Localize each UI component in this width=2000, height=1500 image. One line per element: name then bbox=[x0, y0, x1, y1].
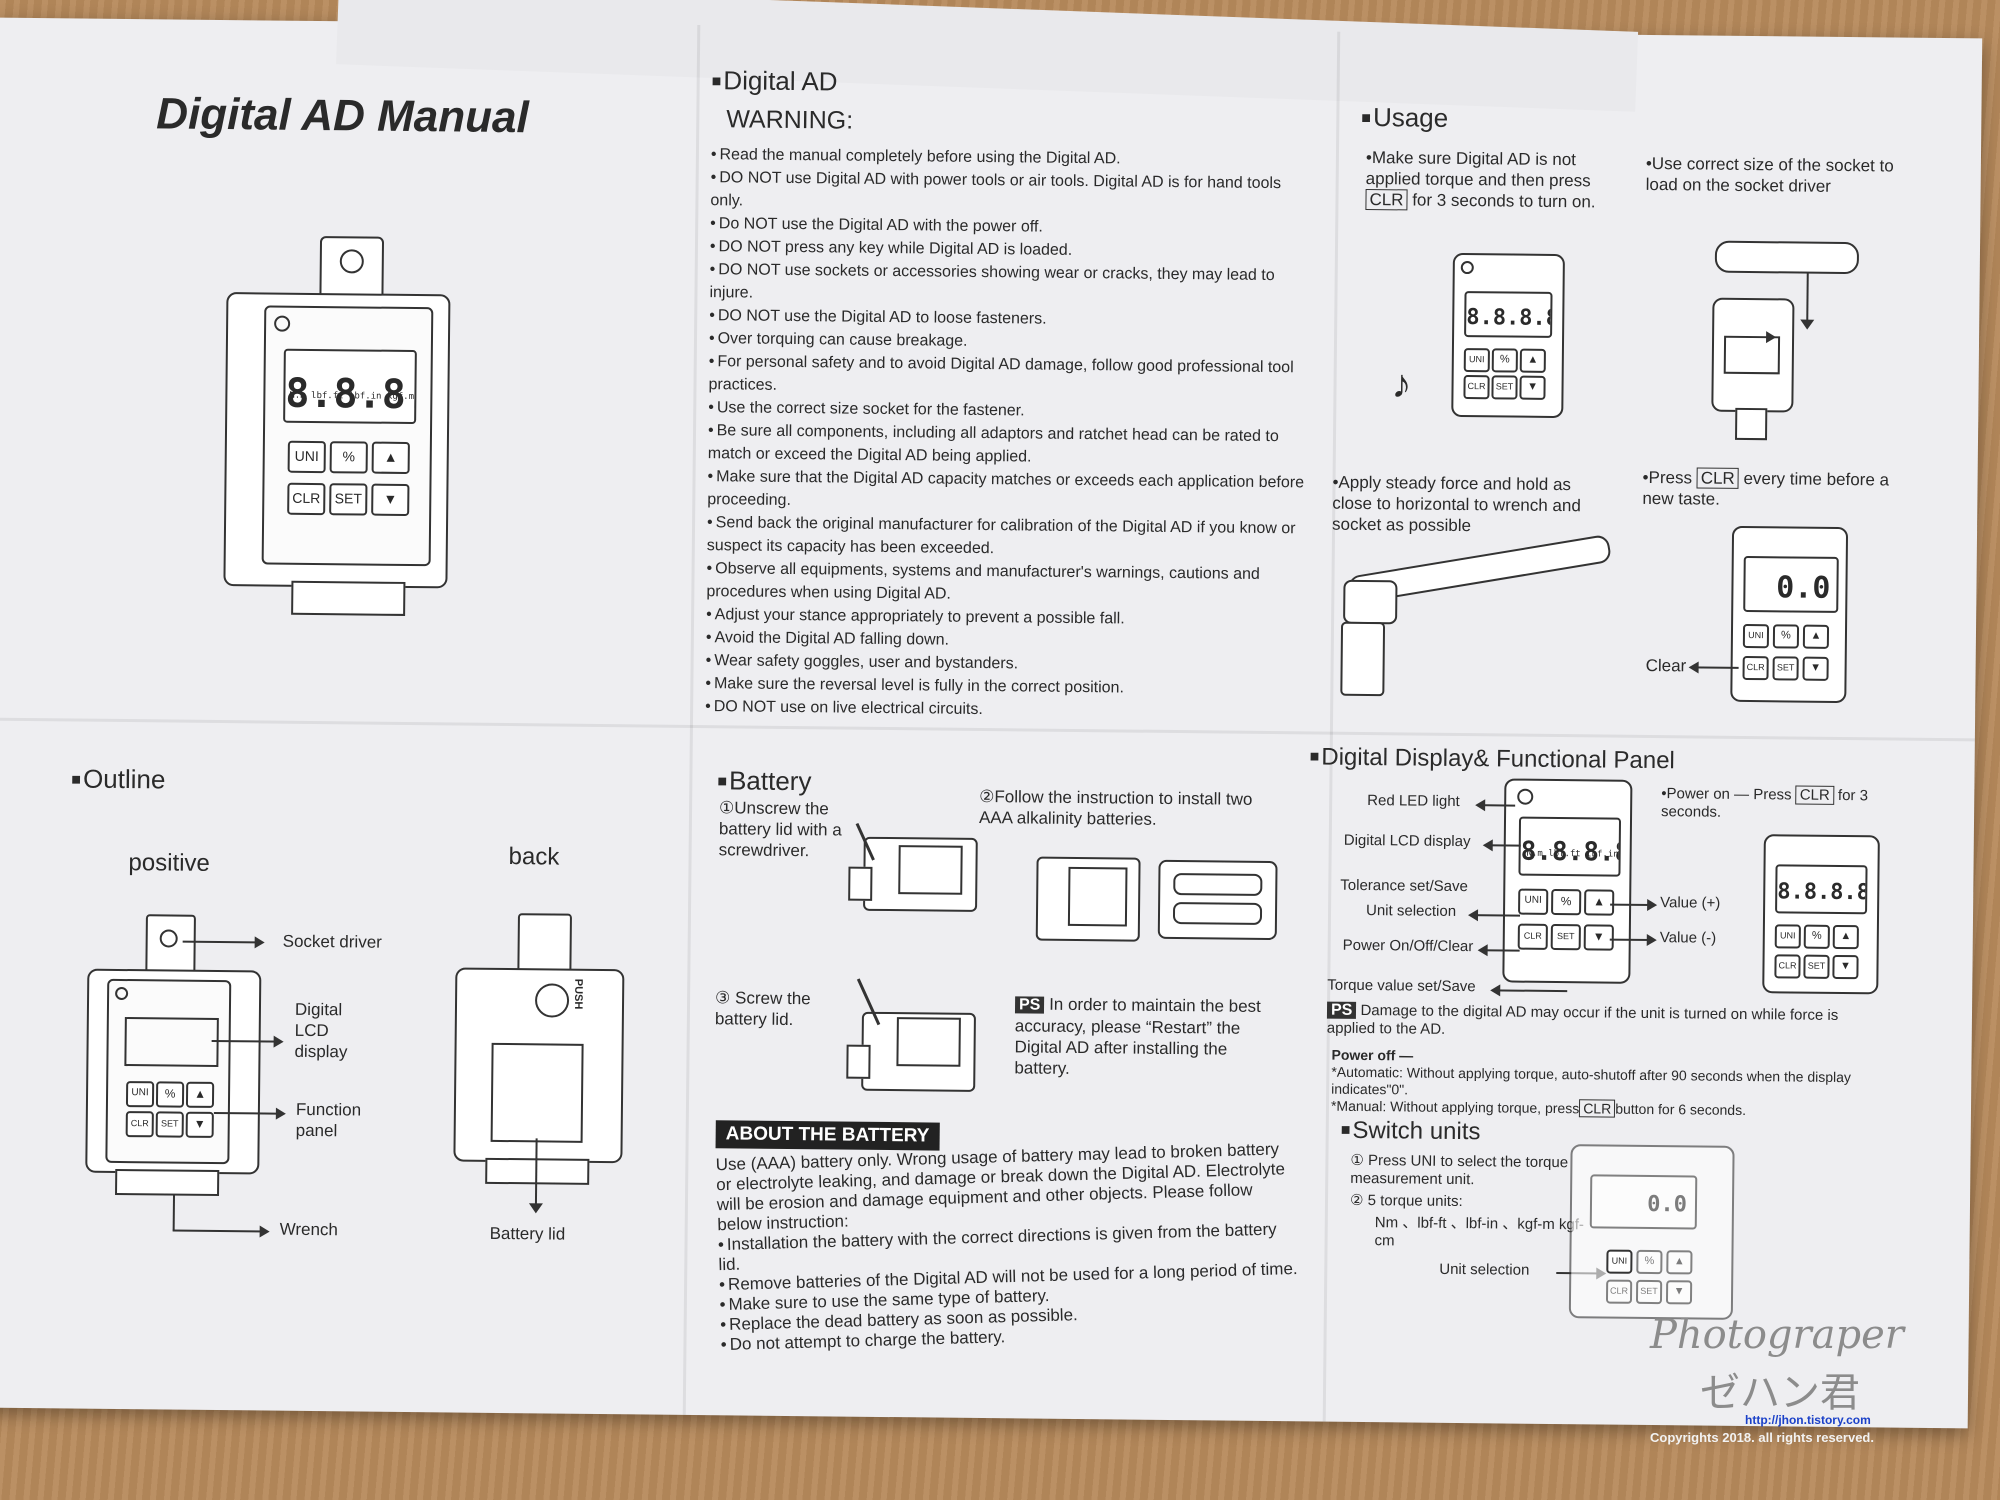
warning-item: DO NOT use sockets or accessories showin… bbox=[709, 258, 1309, 310]
warning-item: Make sure that the Digital AD capacity m… bbox=[707, 465, 1307, 517]
watermark-line1: Photograper bbox=[1650, 1312, 1904, 1358]
usage-step-1: •Make sure Digital AD is not applied tor… bbox=[1365, 147, 1596, 212]
usage-step-2: •Use correct size of the socket to load … bbox=[1645, 153, 1894, 196]
battery-lid-label: Battery lid bbox=[489, 1223, 566, 1244]
fold-line bbox=[1322, 31, 1341, 1422]
switch-units-step-1: ① Press UNI to select the torque measure… bbox=[1350, 1151, 1569, 1189]
tolerance-label: Tolerance set/Save bbox=[1340, 876, 1468, 896]
clear-label: Clear bbox=[1645, 655, 1687, 676]
switch-units-heading: Switch units bbox=[1341, 1117, 1480, 1146]
power-label: Power On/Off/Clear bbox=[1342, 936, 1474, 956]
value-plus-label: Value (+) bbox=[1660, 894, 1721, 912]
warning-item: For personal safety and to avoid Digital… bbox=[708, 350, 1308, 402]
uni-button: UNI bbox=[287, 440, 326, 474]
socket-driver-label: Socket driver bbox=[282, 931, 382, 952]
power-off-note: Power off — *Automatic: Without applying… bbox=[1330, 1046, 1852, 1119]
watermark-copyright: Copyrights 2018. all rights reserved. bbox=[1650, 1430, 1874, 1445]
warning-heading: Digital AD bbox=[712, 65, 837, 97]
digital-lcd-display-label: Digital LCD display bbox=[1343, 831, 1471, 851]
unit-selection-label: Unit selection bbox=[1365, 902, 1457, 920]
outline-positive-label: positive bbox=[128, 849, 211, 877]
watermark-url: http://jhon.tistory.com bbox=[1745, 1413, 1871, 1427]
fold-line bbox=[0, 717, 1975, 742]
lcd-readout: 0.0 bbox=[1776, 570, 1831, 606]
manual-title: Digital AD Manual bbox=[156, 89, 529, 143]
function-panel-label: Function panel bbox=[295, 1099, 362, 1141]
down-arrow-icon: ▼ bbox=[371, 483, 410, 516]
switch-units-step-2: ② 5 torque units: bbox=[1349, 1191, 1463, 1211]
battery-step-1: ①Unscrew the battery lid with a screwdri… bbox=[718, 798, 842, 861]
manual-sheet: Digital AD Manual N.m lbf.ft lbf.in kgf.… bbox=[0, 0, 1983, 1429]
warning-item: Send back the original manufacturer for … bbox=[707, 511, 1307, 563]
torque-units-list: Nm 、lbf-ft 、lbf-in 、kgf-m kgf-cm bbox=[1374, 1214, 1585, 1250]
battery-ps-note: PS In order to maintain the best accurac… bbox=[1014, 994, 1261, 1078]
battery-step-3: ③ Screw the battery lid. bbox=[714, 988, 811, 1030]
warning-item: DO NOT use on live electrical circuits. bbox=[705, 695, 1305, 724]
clr-button: CLR bbox=[287, 482, 326, 516]
push-label: PUSH bbox=[571, 978, 585, 1010]
up-arrow-icon: ▲ bbox=[371, 441, 410, 474]
usage-step-4: •Press CLR every time before a new taste… bbox=[1642, 467, 1890, 509]
panel-heading: Digital Display& Functional Panel bbox=[1310, 743, 1675, 775]
outline-heading: Outline bbox=[71, 763, 166, 795]
usage-heading: Usage bbox=[1361, 102, 1448, 134]
wrench-label: Wrench bbox=[279, 1219, 339, 1240]
warning-item: Be sure all components, including all ad… bbox=[708, 419, 1308, 471]
red-led-label: Red LED light bbox=[1367, 792, 1460, 811]
digital-lcd-label: Digital LCD display bbox=[294, 999, 348, 1062]
ps-badge: PS bbox=[1014, 996, 1045, 1014]
clr-key-label: CLR bbox=[1365, 188, 1408, 211]
music-note-icon: ♪ bbox=[1391, 362, 1412, 407]
down-arrow-icon bbox=[528, 1203, 543, 1214]
about-battery-banner: ABOUT THE BATTERY bbox=[715, 1120, 940, 1151]
down-arrow-icon bbox=[1800, 319, 1815, 330]
warning-item: DO NOT use Digital AD with power tools o… bbox=[710, 166, 1310, 218]
fold-line bbox=[682, 24, 701, 1415]
set-button: SET bbox=[329, 483, 368, 516]
warning-subheading: WARNING: bbox=[726, 105, 854, 135]
percent-button: % bbox=[329, 441, 368, 474]
battery-heading: Battery bbox=[717, 765, 812, 797]
about-battery-text: Use (AAA) battery only. Wrong usage of b… bbox=[715, 1139, 1300, 1355]
warning-list: Read the manual completely before using … bbox=[705, 143, 1311, 724]
outline-back-label: back bbox=[508, 843, 560, 871]
usage-step-3: •Apply steady force and hold as close to… bbox=[1332, 472, 1581, 536]
panel-ps-note: PS Damage to the digital AD may occur if… bbox=[1326, 1001, 1839, 1038]
battery-step-2: ②Follow the instruction to install two A… bbox=[978, 786, 1253, 829]
switch-unit-selection-label: Unit selection bbox=[1439, 1260, 1530, 1279]
value-minus-label: Value (-) bbox=[1659, 929, 1717, 947]
torque-label: Torque value set/Save bbox=[1327, 976, 1476, 996]
power-on-note: •Power on — Press CLR for 3 seconds. bbox=[1661, 785, 1869, 821]
watermark-line2: ゼハン君 bbox=[1700, 1370, 1860, 1416]
warning-item: Observe all equipments, systems and manu… bbox=[706, 557, 1306, 609]
